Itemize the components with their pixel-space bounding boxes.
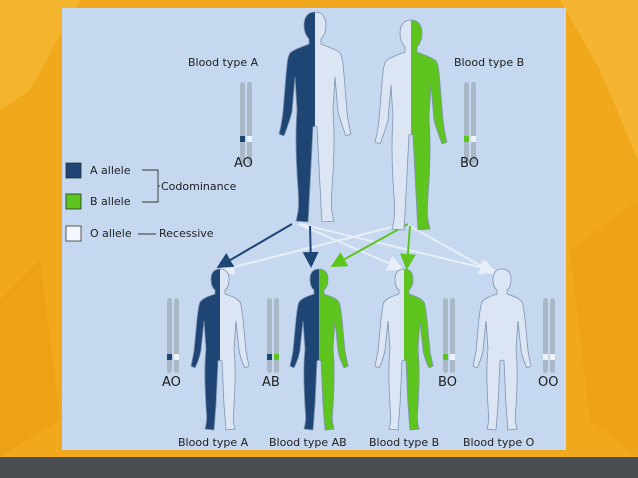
child-b-figure [374, 268, 434, 431]
chromosome-pair-child-oo [543, 298, 555, 373]
o-allele-label: O allele [90, 227, 132, 240]
recessive-label: Recessive [159, 227, 214, 240]
child-ab-figure [289, 268, 349, 431]
parent-a-label: Blood type A [188, 56, 259, 69]
parent-b-figure [374, 19, 448, 231]
child-o-label: Blood type O [463, 436, 535, 449]
bottom-bar [0, 457, 638, 478]
b-allele-label: B allele [90, 195, 131, 208]
chromosome-pair-child-ab [267, 298, 279, 373]
child-ab-label: Blood type AB [269, 436, 347, 449]
legend [65, 162, 160, 242]
child-ab-genotype: AB [262, 375, 280, 390]
inheritance-arrows [216, 223, 496, 275]
chromosome-pair-parent-a [240, 82, 252, 164]
child-a-genotype: AO [162, 375, 181, 390]
inheritance-diagram [65, 11, 555, 431]
diagram-panel: Blood type A Blood type B AO BO A allele… [62, 8, 566, 450]
child-o-figure [472, 268, 532, 431]
codominance-bracket [142, 169, 159, 203]
parent-b-label: Blood type B [454, 56, 525, 69]
chromosome-pair-parent-b [464, 82, 476, 164]
child-b-label: Blood type B [369, 436, 440, 449]
child-a-figure [190, 268, 250, 431]
b-allele-swatch [65, 193, 82, 210]
child-b-genotype: BO [438, 375, 457, 390]
o-allele-swatch [65, 225, 82, 242]
chromosome-pair-child-ao [167, 298, 179, 373]
chromosome-pair-child-bo [443, 298, 455, 373]
parent-b-genotype: BO [460, 156, 479, 171]
codominance-label: Codominance [161, 180, 237, 193]
parent-a-genotype: AO [234, 156, 253, 171]
a-allele-swatch [65, 162, 82, 179]
a-allele-label: A allele [90, 164, 131, 177]
child-a-label: Blood type A [178, 436, 249, 449]
child-o-genotype: OO [538, 375, 559, 390]
parent-a-figure [278, 11, 352, 223]
